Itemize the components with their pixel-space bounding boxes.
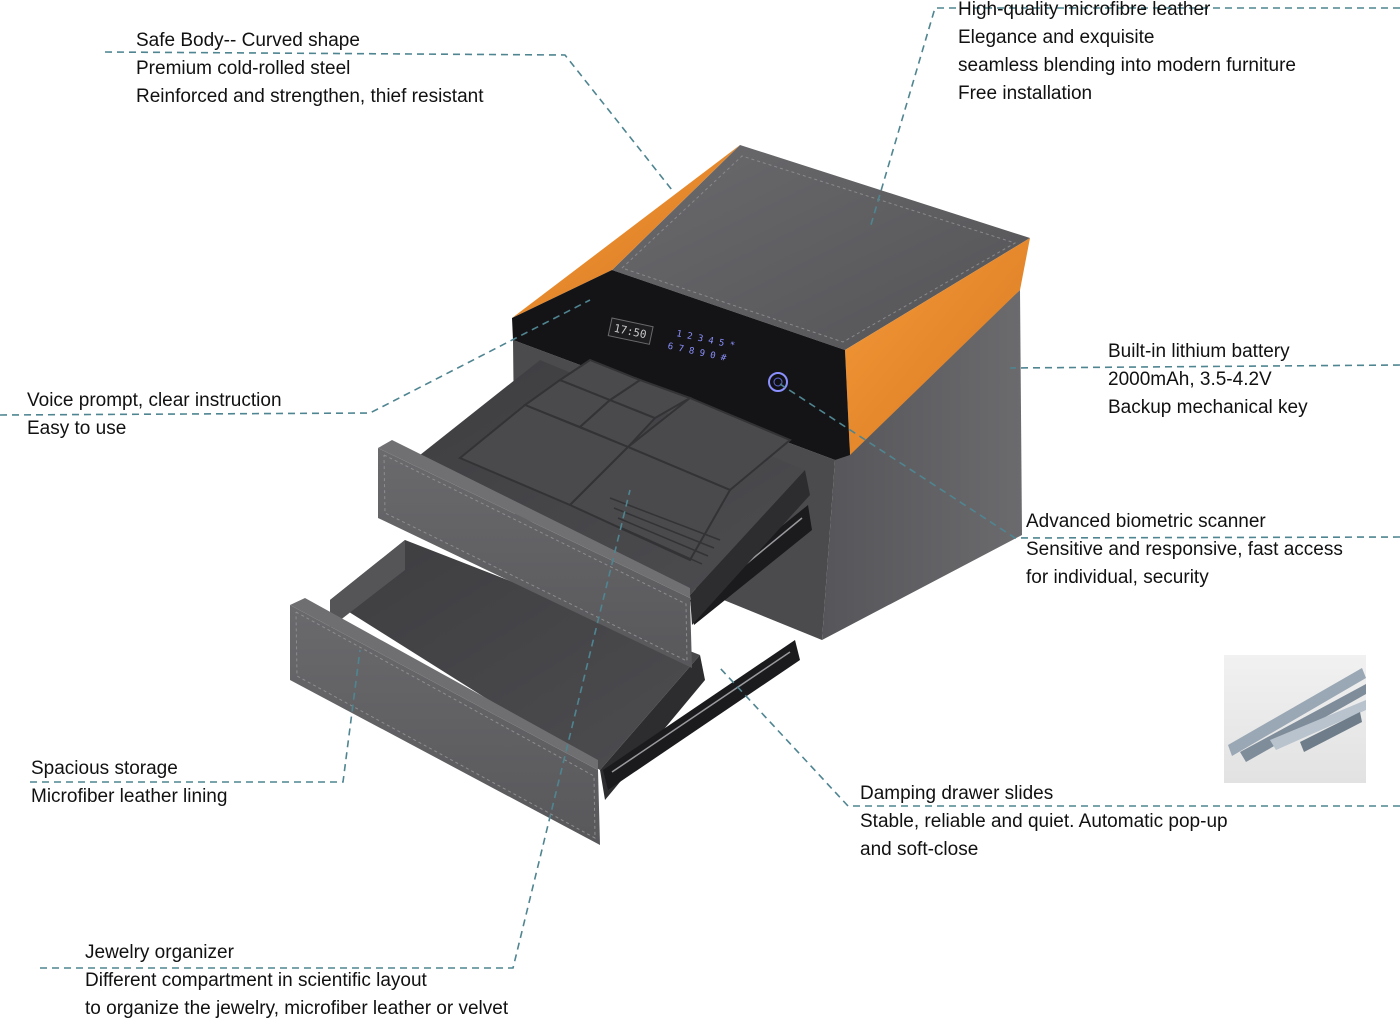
lower-drawer-front[interactable]	[290, 605, 600, 845]
upper-drawer-top-edge	[378, 440, 690, 598]
cabinet-right-side	[822, 290, 1022, 640]
leader-storage	[30, 649, 361, 783]
callout-voice: Voice prompt, clear instruction Easy to …	[27, 387, 282, 443]
callout-leather-line-2: Elegance and exquisite	[958, 27, 1155, 48]
callout-slides-line-3: and soft-close	[860, 839, 979, 860]
upper-drawer-front[interactable]	[378, 448, 692, 668]
leader-voice	[0, 299, 591, 416]
callout-battery: Built-in lithium battery 2000mAh, 3.5-4.…	[1108, 338, 1308, 422]
control-panel	[512, 270, 850, 460]
orange-bevel-left	[512, 145, 740, 318]
lower-drawer-stitch	[295, 611, 596, 839]
upper-drawer-side	[690, 470, 810, 625]
lower-drawer-back	[330, 540, 405, 628]
callout-safe-body-title: Safe Body-- Curved shape	[136, 30, 360, 51]
callout-battery-line-3: Backup mechanical key	[1108, 397, 1308, 418]
callout-biometric: Advanced biometric scanner Sensitive and…	[1026, 508, 1343, 592]
callout-slides-title: Damping drawer slides	[860, 783, 1054, 804]
ring-rolls	[609, 497, 721, 565]
callout-safe-body: Safe Body-- Curved shape Premium cold-ro…	[136, 27, 483, 111]
callout-storage-title: Spacious storage	[31, 758, 178, 779]
callout-slides: Damping drawer slides Stable, reliable a…	[860, 780, 1228, 864]
callout-biometric-title: Advanced biometric scanner	[1026, 511, 1266, 532]
leader-leather	[869, 7, 1400, 229]
lower-drawer-top-edge	[290, 598, 598, 770]
callout-biometric-line-2: Sensitive and responsive, fast access	[1026, 539, 1343, 560]
callout-jewelry-line-2: Different compartment in scientific layo…	[85, 970, 427, 991]
callout-safe-body-line-2: Premium cold-rolled steel	[136, 58, 351, 79]
callout-voice-title: Voice prompt, clear instruction	[27, 390, 282, 411]
leader-battery	[1009, 364, 1400, 369]
callout-leather-title: High-quality microfibre leather	[958, 0, 1211, 20]
leader-biometric	[779, 383, 1400, 539]
leader-safe-body	[104, 51, 673, 191]
orange-bevel-right	[845, 238, 1030, 455]
slide-rail-3	[1270, 700, 1366, 750]
slide-rail-4	[1300, 712, 1362, 752]
callout-storage: Spacious storage Microfiber leather lini…	[31, 755, 227, 811]
callout-voice-line-2: Easy to use	[27, 418, 127, 439]
callout-jewelry-line-3: to organize the jewelry, microfiber leat…	[85, 998, 509, 1019]
top-stitch	[621, 155, 1017, 343]
callout-storage-line-2: Microfiber leather lining	[31, 786, 228, 807]
callout-leather-line-3: seamless blending into modern furniture	[958, 55, 1296, 76]
jewelry-compartments	[458, 358, 792, 562]
callout-jewelry-title: Jewelry organizer	[85, 942, 234, 963]
callout-slides-line-2: Stable, reliable and quiet. Automatic po…	[860, 811, 1228, 832]
lower-rail-highlight	[611, 651, 791, 773]
callout-leather-line-4: Free installation	[958, 83, 1093, 104]
leader-slides	[719, 667, 1400, 807]
callout-battery-line-2: 2000mAh, 3.5-4.2V	[1108, 369, 1272, 390]
slide-rail-1	[1228, 668, 1366, 756]
callout-biometric-line-3: for individual, security	[1026, 567, 1209, 588]
lower-drawer-floor	[330, 540, 700, 770]
drawer-slide-photo	[1224, 655, 1366, 783]
lcd-display: 17:50	[607, 317, 654, 345]
leader-lines	[0, 7, 1400, 969]
fingerprint-scanner-icon[interactable]	[768, 372, 788, 392]
callout-jewelry: Jewelry organizer Different compartment …	[85, 939, 508, 1023]
cabinet-top	[612, 145, 1030, 350]
lower-drawer-rail	[603, 640, 800, 790]
callout-battery-title: Built-in lithium battery	[1108, 341, 1290, 362]
fingerprint-scanner-core	[773, 377, 783, 387]
upper-drawer-stitch	[383, 454, 688, 662]
callout-safe-body-line-3: Reinforced and strengthen, thief resista…	[136, 86, 484, 107]
leader-jewelry	[40, 489, 631, 969]
callout-leather: High-quality microfibre leather Elegance…	[958, 0, 1296, 108]
